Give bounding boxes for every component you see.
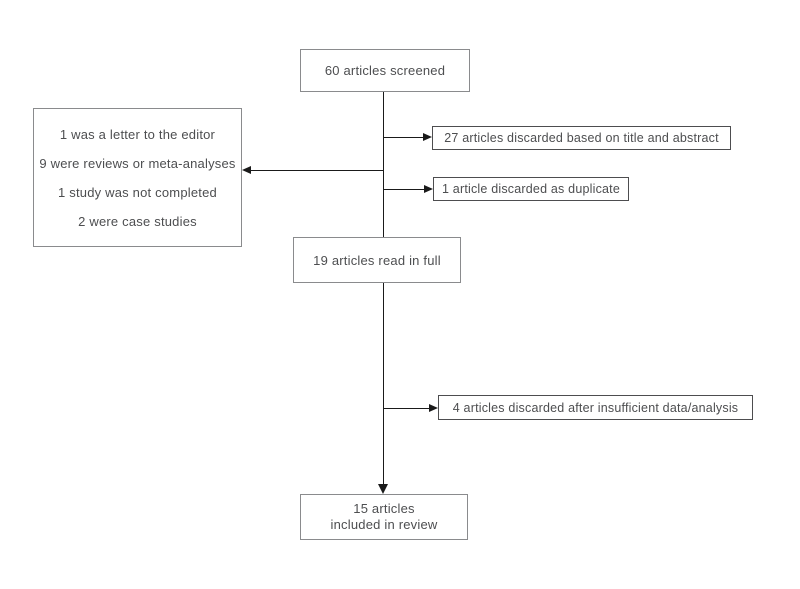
box-articles-screened-label: 60 articles screened bbox=[324, 63, 446, 78]
box-articles-read-in-full: 19 articles read in full bbox=[293, 237, 461, 283]
connector-to-duplicate bbox=[383, 188, 425, 190]
box-discarded-insufficient-data-label: 4 articles discarded after insufficient … bbox=[452, 400, 739, 415]
box-discarded-insufficient-data: 4 articles discarded after insufficient … bbox=[438, 395, 753, 420]
arrowhead-right-insufficient-data-icon bbox=[429, 404, 438, 412]
box-discarded-duplicate-label: 1 article discarded as duplicate bbox=[441, 182, 621, 196]
arrowhead-left-exclusion-reasons-icon bbox=[242, 166, 251, 174]
box-articles-included-in-review: 15 articles included in review bbox=[300, 494, 468, 540]
connector-screened-to-read-full bbox=[382, 92, 384, 237]
arrowhead-right-duplicate-icon bbox=[424, 185, 433, 193]
exclusion-reason-reviews: 9 were reviews or meta-analyses bbox=[39, 155, 236, 171]
box-discarded-title-abstract: 27 articles discarded based on title and… bbox=[432, 126, 731, 150]
arrowhead-right-title-abstract-icon bbox=[423, 133, 432, 141]
exclusion-reason-not-completed: 1 study was not completed bbox=[58, 184, 217, 200]
box-exclusion-reasons: 1 was a letter to the editor 9 were revi… bbox=[33, 108, 242, 247]
exclusion-reason-letter: 1 was a letter to the editor bbox=[59, 126, 216, 142]
box-discarded-duplicate: 1 article discarded as duplicate bbox=[433, 177, 629, 201]
box-articles-read-in-full-label: 19 articles read in full bbox=[313, 252, 441, 268]
exclusion-reason-case-studies: 2 were case studies bbox=[78, 213, 197, 229]
connector-to-insufficient-data bbox=[383, 407, 430, 409]
box-articles-screened: 60 articles screened bbox=[300, 49, 470, 92]
connector-read-full-to-included bbox=[382, 283, 384, 484]
connector-to-title-abstract bbox=[383, 136, 424, 138]
box-discarded-title-abstract-label: 27 articles discarded based on title and… bbox=[444, 131, 719, 145]
box-articles-included-in-review-label: 15 articles included in review bbox=[330, 501, 438, 532]
arrowhead-down-included-icon bbox=[378, 484, 388, 494]
connector-to-exclusion-reasons bbox=[250, 169, 383, 171]
